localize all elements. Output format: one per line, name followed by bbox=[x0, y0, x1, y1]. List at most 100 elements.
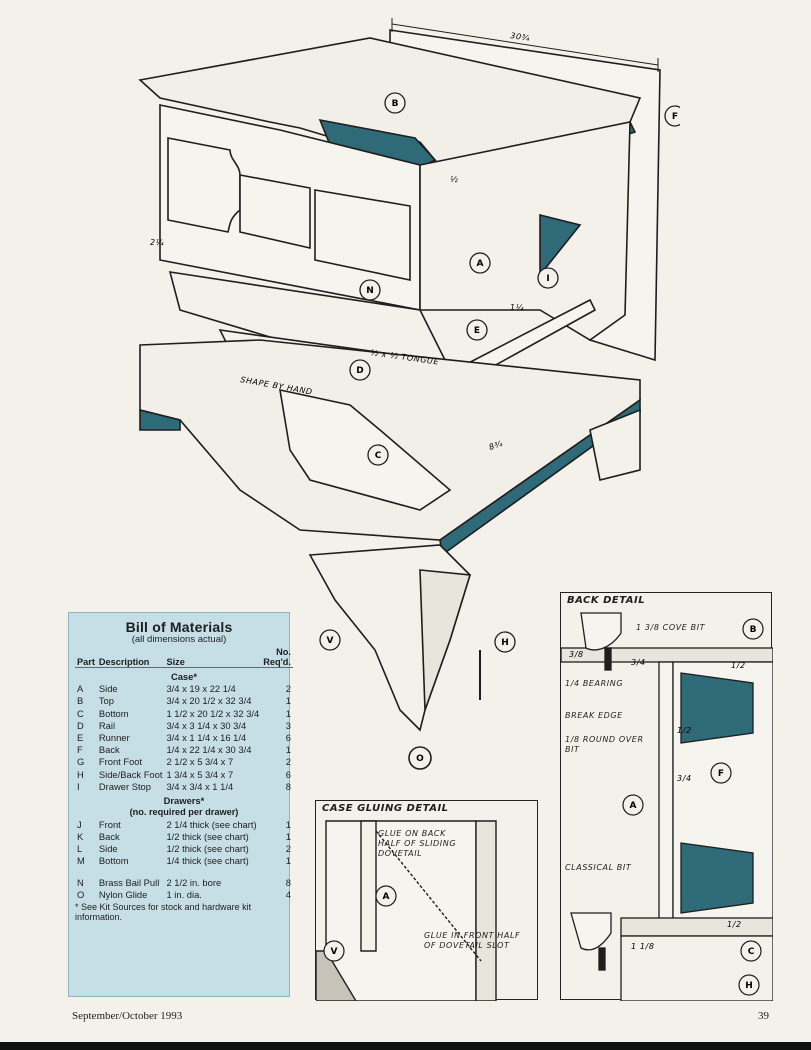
callout-h: H bbox=[501, 638, 509, 648]
bom-cell-part: O bbox=[77, 888, 85, 900]
break-edge-note: BREAK EDGE bbox=[565, 711, 623, 720]
back-callout-f: F bbox=[718, 769, 724, 779]
bom-cell-req: 1 bbox=[285, 855, 291, 867]
bom-cell-req: 2 bbox=[285, 756, 291, 768]
bom-cell-description: Front Foot bbox=[98, 756, 143, 768]
bom-cell-part: B bbox=[77, 695, 84, 707]
callout-e: E bbox=[474, 326, 480, 336]
bom-cell-size: 3/4 x 3/4 x 1 1/4 bbox=[166, 780, 234, 792]
back-callout-c: C bbox=[748, 947, 755, 957]
bom-cell-req: 6 bbox=[285, 731, 291, 743]
bom-cell-req: 6 bbox=[285, 768, 291, 780]
back-dim-5: 1 1/8 bbox=[631, 942, 655, 951]
bom-cell-size: 3/4 x 19 x 22 1/4 bbox=[166, 683, 236, 695]
bom-cell-size: 2 1/2 x 5 3/4 x 7 bbox=[166, 756, 234, 768]
back-dim-4: 3/4 bbox=[677, 774, 692, 783]
classical-bit-note: CLASSICAL BIT bbox=[565, 863, 632, 872]
bom-cell-size: 1/4 thick (see chart) bbox=[166, 855, 249, 867]
back-callout-h: H bbox=[745, 981, 753, 991]
bom-cell-size: 3/4 x 1 1/4 x 16 1/4 bbox=[166, 731, 247, 743]
bom-cell-part: I bbox=[77, 780, 80, 792]
bom-title: Bill of Materials bbox=[125, 619, 233, 635]
callout-o: O bbox=[416, 754, 424, 764]
bom-cell-size: 3/4 x 20 1/2 x 32 3/4 bbox=[166, 695, 252, 707]
callout-v: V bbox=[327, 636, 334, 646]
bom-cell-size: 1 3/4 x 5 3/4 x 7 bbox=[166, 768, 234, 780]
callout-f: F bbox=[672, 112, 678, 122]
back-dim-2: 1/2 bbox=[731, 661, 746, 670]
back-detail-title: BACK DETAIL bbox=[567, 595, 646, 606]
bom-subtitle: (all dimensions actual) bbox=[131, 634, 227, 645]
bom-cell-part: A bbox=[77, 683, 84, 695]
bom-cell-description: Front bbox=[98, 818, 121, 830]
back-callout-a: A bbox=[630, 801, 637, 811]
bom-section-case: Case* bbox=[170, 671, 197, 682]
bom-header-req: No. Req'd. bbox=[261, 647, 293, 668]
bom-cell-req: 1 bbox=[285, 830, 291, 842]
dimension-small-c-label: ½ bbox=[450, 175, 458, 184]
bom-cell-description: Bottom bbox=[98, 707, 129, 719]
bom-cell-description: Back bbox=[98, 830, 120, 842]
callout-d: D bbox=[356, 366, 363, 376]
bom-cell-req: 2 bbox=[285, 683, 291, 695]
exploded-view-drawing: 30¾ 8¾ 2¼ 1¼ ½ ½ x ½ TONGUE SHAPE BY HAN… bbox=[120, 10, 686, 780]
bom-cell-description: Side bbox=[98, 843, 118, 855]
bom-cell-req: 2 bbox=[285, 843, 291, 855]
bom-cell-size: 1 1/2 x 20 1/2 x 32 3/4 bbox=[166, 707, 260, 719]
bom-cell-size: 3/4 x 3 1/4 x 30 3/4 bbox=[166, 719, 247, 731]
bom-cell-description: Runner bbox=[98, 731, 130, 743]
bom-cell-part: N bbox=[77, 876, 84, 888]
callout-c: C bbox=[375, 451, 382, 461]
gluing-callout-v: V bbox=[331, 947, 338, 957]
back-detail-panel: B F A C H 3/8 3/4 1/2 1/2 3/4 1 1/8 1/2 … bbox=[560, 592, 773, 1001]
bom-cell-part: L bbox=[77, 843, 83, 855]
bom-cell-part: D bbox=[77, 719, 84, 731]
bom-header-size: Size bbox=[164, 647, 262, 668]
bom-cell-part: M bbox=[77, 855, 85, 867]
bom-footnote: * See Kit Sources for stock and hardware… bbox=[75, 902, 252, 923]
callout-n: N bbox=[366, 286, 374, 296]
bom-cell-size: 2 1/4 thick (see chart) bbox=[166, 818, 257, 830]
bom-cell-description: Drawer Stop bbox=[98, 780, 151, 792]
back-dim-1: 3/4 bbox=[631, 658, 646, 667]
bom-row: I Drawer Stop 3/4 x 3/4 x 1 1/4 8 bbox=[75, 780, 293, 792]
glue-back-note: GLUE ON BACK HALF OF SLIDING DOVETAIL bbox=[378, 829, 457, 858]
bom-cell-size: 2 1/2 in. bore bbox=[166, 876, 222, 888]
bom-cell-size: 1 in. dia. bbox=[166, 888, 202, 900]
callout-i: I bbox=[546, 274, 549, 284]
bom-cell-part: H bbox=[77, 768, 84, 780]
back-dim-0: 3/8 bbox=[569, 650, 584, 659]
dimension-depth-label: 8¾ bbox=[488, 439, 504, 452]
back-dim-3: 1/2 bbox=[677, 726, 692, 735]
round-over-note: 1/8 ROUND OVER BIT bbox=[565, 735, 644, 754]
back-callout-b: B bbox=[750, 625, 757, 635]
glue-front-note: GLUE IN FRONT HALF OF DOVETAIL SLOT bbox=[424, 931, 521, 950]
bom-cell-size: 1/2 thick (see chart) bbox=[166, 830, 249, 842]
bom-cell-description: Nylon Glide bbox=[98, 888, 148, 900]
bill-of-materials: Bill of Materials (all dimensions actual… bbox=[68, 612, 293, 997]
bom-cell-req: 1 bbox=[285, 744, 291, 756]
bom-cell-size: 1/4 x 22 1/4 x 30 3/4 bbox=[166, 744, 252, 756]
bom-cell-description: Bottom bbox=[98, 855, 129, 867]
case-gluing-title: CASE GLUING DETAIL bbox=[322, 803, 449, 814]
bom-cell-description: Rail bbox=[98, 719, 116, 731]
bom-cell-req: 8 bbox=[285, 780, 291, 792]
callout-b: B bbox=[392, 99, 399, 109]
bom-cell-req: 1 bbox=[285, 818, 291, 830]
bom-header-part: Part bbox=[75, 647, 97, 668]
dimension-small-b-label: 1¼ bbox=[510, 303, 524, 312]
bom-row: M Bottom 1/4 thick (see chart) 1 bbox=[75, 855, 293, 867]
bom-cell-req: 1 bbox=[285, 707, 291, 719]
